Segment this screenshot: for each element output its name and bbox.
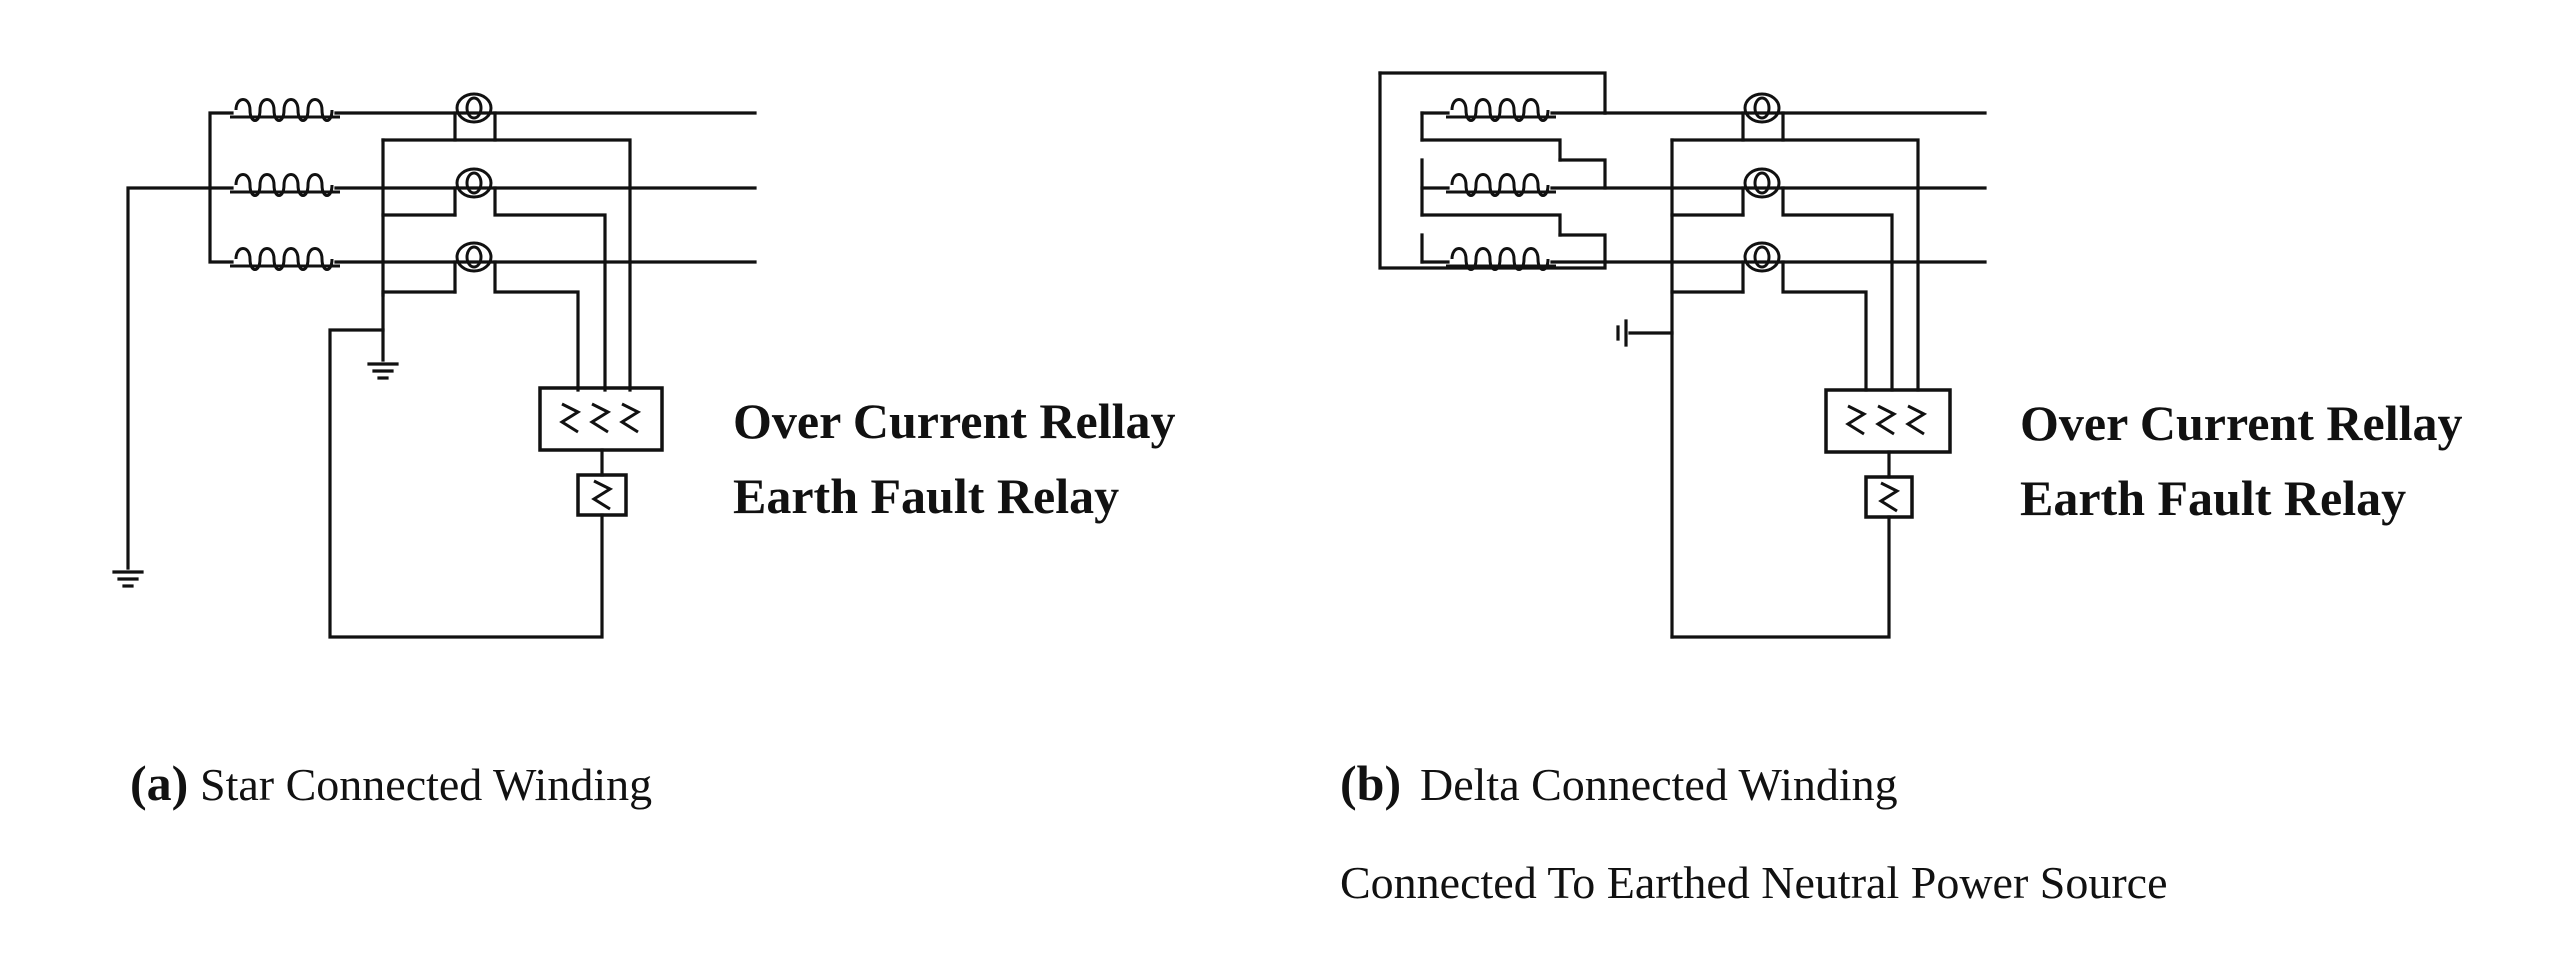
- subcaption-earthed-source: Connected To Earthed Neutral Power Sourc…: [1340, 857, 2168, 908]
- winding-coil-2: [1444, 173, 1558, 197]
- over-current-relay-box: [538, 386, 664, 452]
- earth-ground-icon: [112, 570, 144, 588]
- earth-fault-relay-label-b: Earth Fault Relay: [2020, 470, 2406, 526]
- relay-element-icon: [592, 479, 612, 511]
- winding-coil-1: [1444, 98, 1558, 122]
- winding-coil-2: [228, 173, 342, 197]
- caption-letter-b: (b): [1340, 755, 1401, 811]
- current-transformer-2: [1743, 167, 1781, 199]
- relay-element-icon: [560, 402, 580, 434]
- delta-connected-circuit: [1378, 71, 1987, 639]
- over-current-relay-label-a: Over Current Rellay: [733, 393, 1176, 449]
- current-transformer-2: [455, 167, 493, 199]
- current-transformer-1: [455, 92, 493, 124]
- earth-ground-icon: [367, 362, 399, 380]
- over-current-relay-label-b: Over Current Rellay: [2020, 395, 2463, 451]
- winding-coil-1: [228, 98, 342, 122]
- caption-letter-a: (a): [130, 755, 188, 811]
- relay-element-icon: [1876, 404, 1896, 436]
- relay-element-icon: [590, 402, 610, 434]
- current-transformer-3: [1743, 241, 1781, 273]
- relay-element-icon: [1879, 481, 1899, 513]
- caption-star: Star Connected Winding: [200, 759, 652, 810]
- star-connected-circuit: [112, 92, 757, 639]
- caption-delta: Delta Connected Winding: [1420, 759, 1898, 810]
- relay-element-icon: [1906, 404, 1926, 436]
- current-transformer-1: [1743, 92, 1781, 124]
- relay-element-icon: [1846, 404, 1866, 436]
- earth-fault-relay-label-a: Earth Fault Relay: [733, 468, 1119, 524]
- winding-coil-3: [1444, 247, 1558, 271]
- winding-coil-3: [228, 247, 342, 271]
- relay-element-icon: [620, 402, 640, 434]
- current-transformer-3: [455, 241, 493, 273]
- over-current-relay-box: [1824, 388, 1952, 454]
